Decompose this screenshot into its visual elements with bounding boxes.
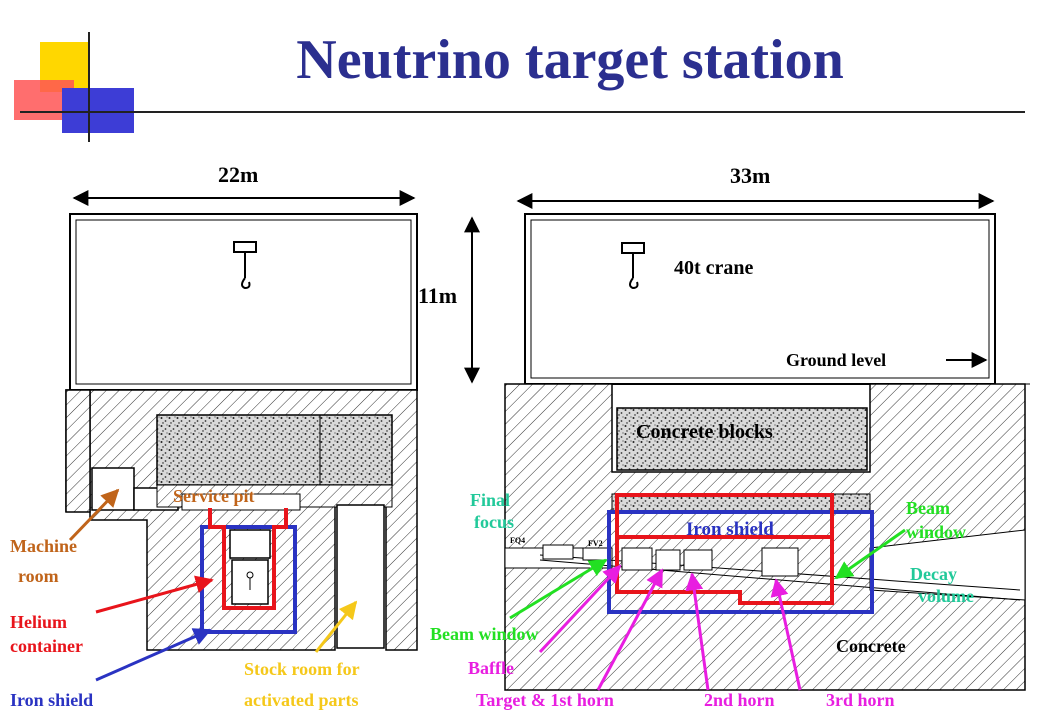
magnet-fq4-label: FQ4: [510, 536, 525, 545]
target-horn-arrow: [596, 568, 664, 691]
magnet-fq4: [542, 544, 574, 560]
baffle-arrow: [538, 564, 622, 654]
horn2-label: 2nd horn: [704, 690, 775, 710]
target-horn-label: Target & 1st horn: [476, 690, 614, 710]
right-hall: [524, 213, 996, 385]
baffle-label: Baffle: [468, 658, 514, 678]
ground-level-label: Ground level: [786, 350, 886, 370]
left-width-label: 22m: [218, 162, 258, 187]
helium-container: [208, 508, 288, 610]
horn3-label: 3rd horn: [826, 690, 895, 710]
crane-hook-icon: [621, 242, 645, 290]
right-cross-section: 33m 40t crane Ground level Concrete bloc…: [430, 163, 1030, 710]
magnet-fv2-label: FV2: [588, 539, 603, 548]
page-title: Neutrino target station: [296, 29, 844, 91]
machine-room-arrow: [68, 488, 120, 542]
horn-1: [621, 547, 653, 571]
right-width-label: 33m: [730, 163, 770, 188]
crane-label: 40t crane: [674, 257, 754, 279]
final-focus-label-2: focus: [474, 512, 514, 532]
horn3-arrow: [770, 578, 802, 691]
right-iron-shield: [607, 510, 874, 614]
stock-room-label-1: Stock room for: [244, 659, 360, 679]
left-iron-shield-label: Iron shield: [10, 690, 93, 710]
height-label: 11m: [418, 283, 457, 308]
helium-container-arrow: [95, 575, 214, 614]
beam-window-right-arrow: [834, 528, 906, 580]
left-concrete-blocks: [156, 414, 393, 486]
helium-container-label-1: Helium: [10, 612, 67, 632]
machine-room: [91, 467, 135, 511]
right-iron-shield-label: Iron shield: [686, 519, 774, 540]
decay-volume-label-1: Decay: [910, 564, 957, 584]
beam-window-right-label-2: window: [906, 522, 966, 542]
final-focus-arrow: [509, 558, 608, 620]
stock-room-label-2: activated parts: [244, 690, 358, 710]
service-pit-label: Service pit: [173, 486, 254, 506]
decay-volume-label-2: volume: [918, 586, 974, 606]
right-concrete-blocks: [616, 407, 868, 471]
horn2-arrow: [685, 572, 710, 691]
right-concrete-blocks-label: Concrete blocks: [636, 421, 773, 443]
machine-room-label-1: Machine: [10, 536, 77, 556]
beam-window-left-label: Beam window: [430, 624, 539, 644]
horn-3: [683, 549, 713, 571]
left-cross-section: 22m 11m Service pit Machine room Helium …: [10, 162, 480, 710]
horn-2: [655, 549, 681, 571]
beam-window-right-label-1: Beam: [906, 498, 950, 518]
stock-room-arrow: [314, 600, 358, 653]
machine-room-label-2: room: [18, 566, 59, 586]
concrete-label: Concrete: [836, 636, 906, 656]
magnet-fv2: [582, 547, 610, 561]
stock-room: [336, 504, 385, 649]
slide-logo: [14, 32, 1025, 142]
final-focus-label-1: Final: [470, 490, 510, 510]
crane-hook-icon: [233, 241, 257, 290]
left-hall: [69, 213, 418, 391]
helium-container-label-2: container: [10, 636, 83, 656]
iron-shield-arrow: [95, 628, 212, 682]
